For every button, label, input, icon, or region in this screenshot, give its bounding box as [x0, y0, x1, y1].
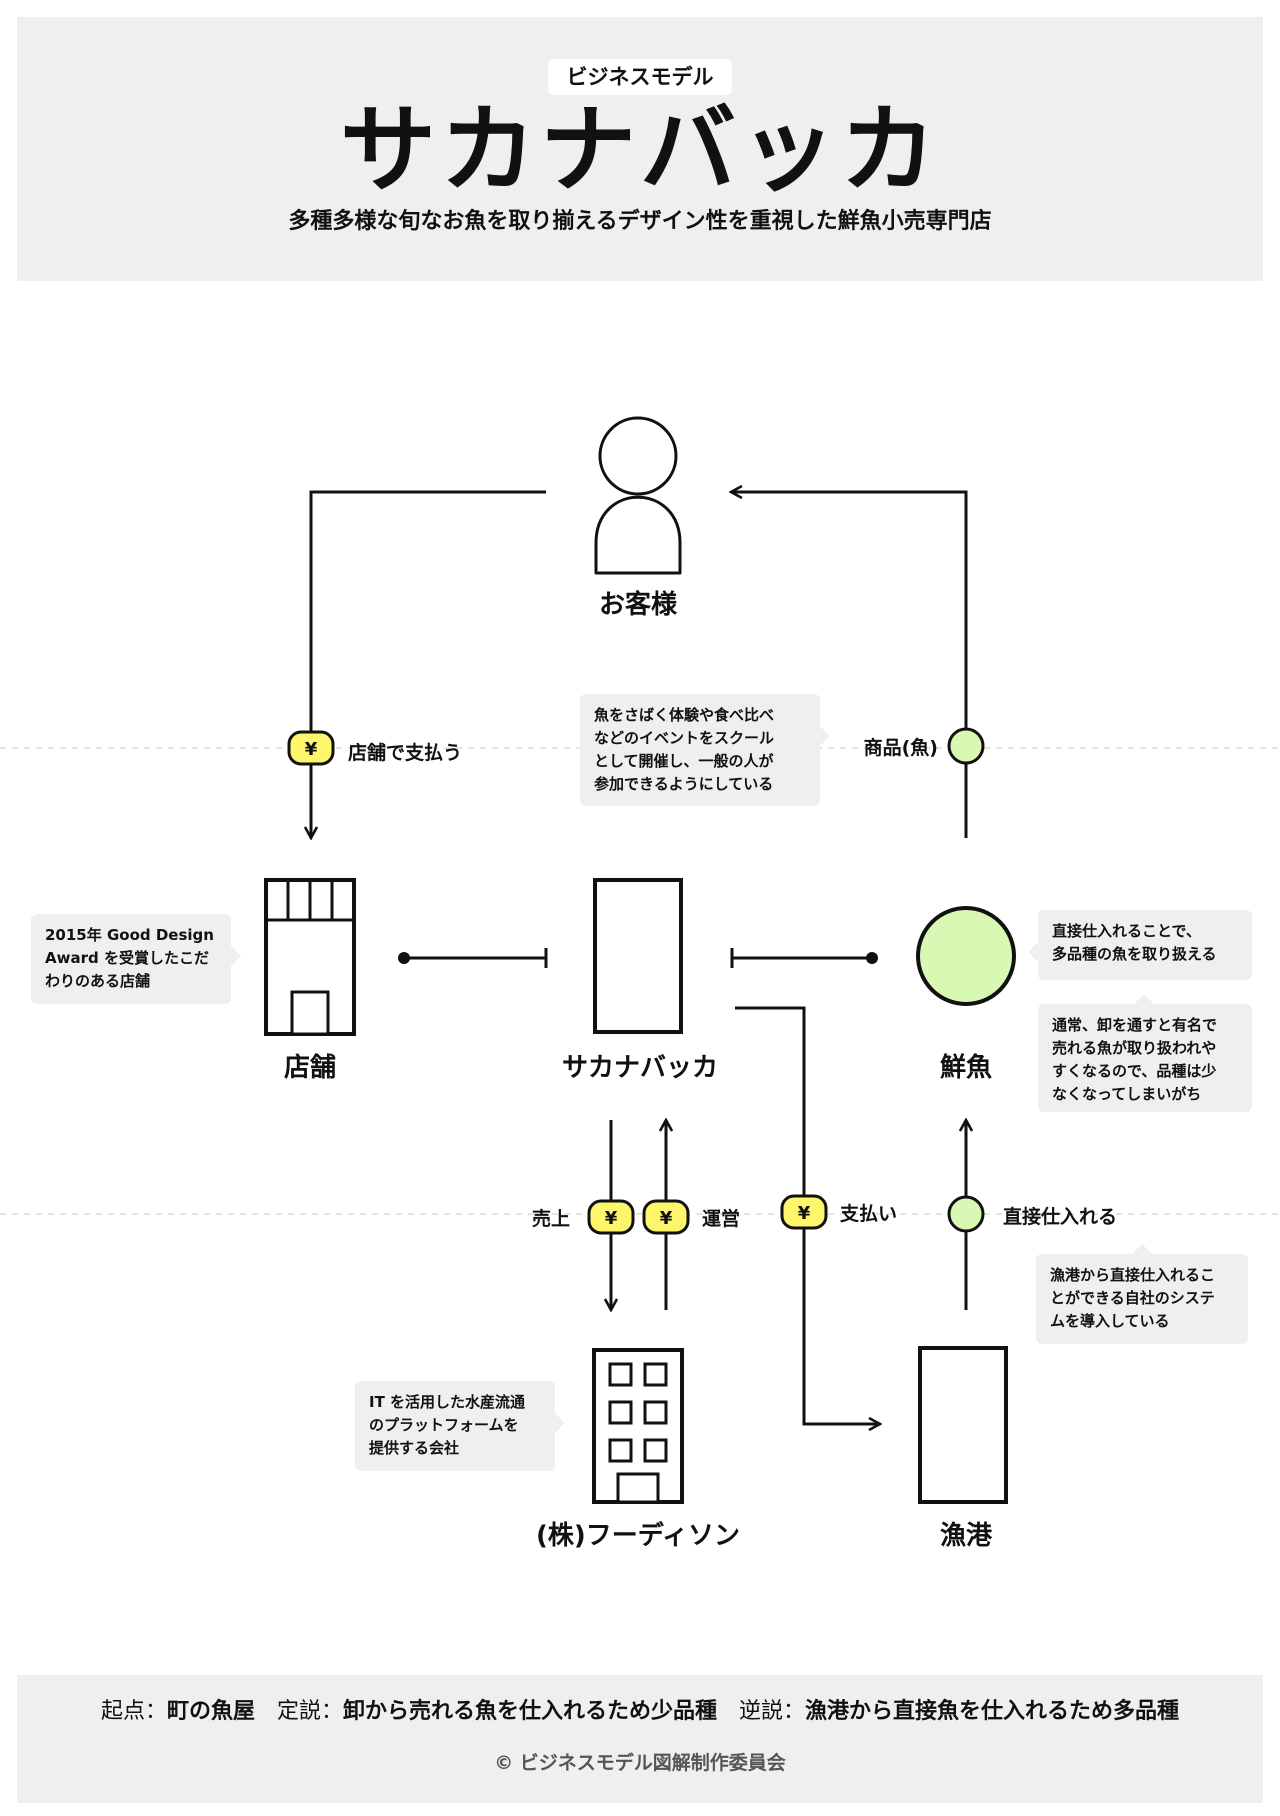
node-label-company: サカナバッカ — [561, 1053, 718, 1083]
copyright: © ビジネスモデル図解制作委員会 — [494, 1752, 786, 1774]
note-usual: 通常、卸を通すと有名で売れる魚が取り扱われや すくなるので、品種は少なくなってし… — [1038, 994, 1252, 1112]
yen-symbol: ¥ — [798, 1203, 811, 1224]
node-label-fish: 鮮魚 — [939, 1053, 992, 1083]
building-icon — [592, 1348, 684, 1504]
yen-symbol: ¥ — [305, 739, 318, 760]
port-box — [918, 1346, 1008, 1504]
fish-icon — [916, 906, 1016, 1006]
flow-label-direct-purchase: 直接仕入れる — [1003, 1206, 1118, 1228]
category-tag: ビジネスモデル — [548, 59, 732, 95]
note-event: 魚をさばく体験や食べ比べなどのイベントをスクール として開催し、一般の人が参加で… — [580, 694, 830, 806]
flow-label-sales: 売上 — [531, 1208, 570, 1230]
note-variety: 直接仕入れることで、多品種の魚を取り扱える — [1028, 910, 1252, 980]
flow-label-product: 商品(魚) — [863, 737, 938, 759]
page-title: サカナバッカ — [340, 94, 940, 206]
yen-badge-payment — [780, 1194, 828, 1230]
origin-value: 町の魚屋 — [166, 1699, 255, 1724]
footer-summary: 起点：町の魚屋定説：卸から売れる魚を仕入れるため少品種逆説：漁港から直接魚を仕入… — [0, 1695, 1280, 1729]
link-dot-fish — [866, 952, 878, 964]
origin-label: 起点： — [100, 1699, 167, 1724]
node-label-partner: (株)フーディソン — [536, 1521, 740, 1551]
counter-label: 逆説： — [739, 1699, 806, 1724]
yen-badge-pay-store — [287, 730, 335, 766]
note-it: IT を活用した水産流通のプラットフォームを 提供する会社 — [355, 1381, 565, 1471]
company-box — [593, 878, 683, 1034]
customer-icon — [594, 416, 682, 575]
page-subtitle: 多種多様な旬なお魚を取り揃えるデザイン性を重視した鮮魚小売専門店 — [288, 209, 992, 234]
store-icon — [264, 878, 356, 1036]
node-label-customer: お客様 — [598, 590, 677, 620]
yen-symbol: ¥ — [605, 1208, 618, 1229]
link-dot-store — [398, 952, 410, 964]
theory-label: 定説： — [276, 1699, 343, 1724]
direct-purchase-marker — [947, 1195, 985, 1233]
yen-symbol: ¥ — [660, 1208, 673, 1229]
flow-label-payment: 支払い — [840, 1203, 898, 1225]
footer-panel — [17, 1675, 1263, 1803]
yen-badge-sales — [587, 1199, 635, 1235]
flow-label-pay-at-store: 店舗で支払う — [348, 742, 463, 764]
flow-customer-to-store — [311, 490, 546, 838]
flow-label-operation: 運営 — [702, 1208, 741, 1230]
node-label-store: 店舗 — [283, 1053, 336, 1083]
product-marker — [947, 727, 985, 765]
theory-value: 卸から売れる魚を仕入れるため少品種 — [343, 1699, 718, 1724]
flow-fish-to-customer — [731, 492, 968, 838]
counter-value: 漁港から直接魚を仕入れるため多品種 — [805, 1699, 1180, 1724]
node-label-port: 漁港 — [939, 1521, 992, 1551]
note-system: 漁港から直接仕入れることができる自社のシステ ムを導入している — [1036, 1244, 1248, 1344]
yen-badge-operation — [642, 1199, 690, 1235]
